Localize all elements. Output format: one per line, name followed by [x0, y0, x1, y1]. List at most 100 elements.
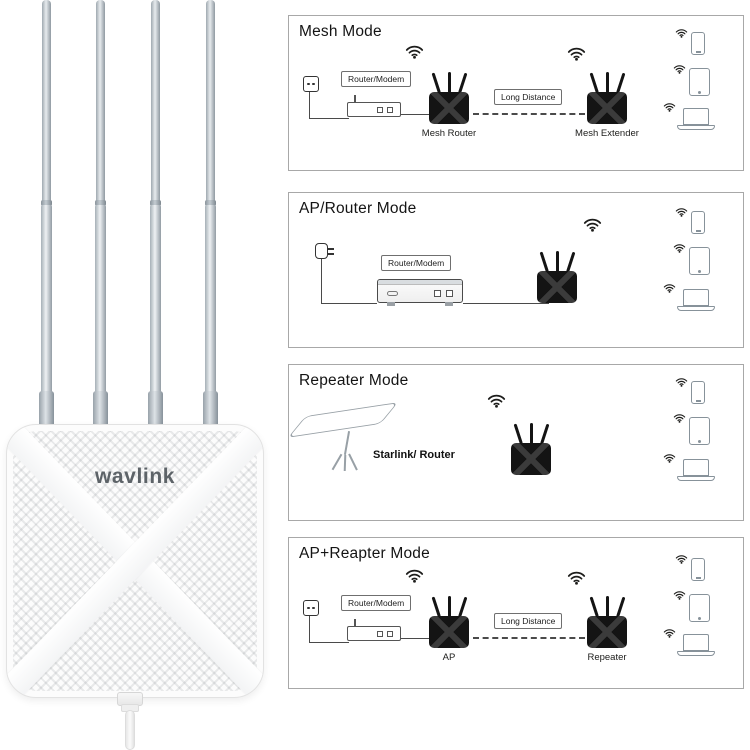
- laptop-screen: [683, 459, 709, 476]
- router-foot: [445, 302, 453, 306]
- dish-leg: [331, 453, 343, 471]
- antenna-joint: [203, 391, 218, 428]
- ap-antenna: [448, 596, 451, 617]
- power-outlet-icon: [303, 76, 319, 92]
- wifi-icon: [663, 284, 676, 293]
- ethernet-port: [434, 290, 441, 297]
- antenna-band: [205, 200, 216, 206]
- starlink-dish-icon: [287, 402, 399, 438]
- router-antenna: [354, 619, 356, 627]
- laptop-screen: [683, 289, 709, 306]
- ap-antenna: [606, 596, 609, 617]
- wifi-icon: [405, 569, 424, 583]
- power-cord: [321, 303, 377, 305]
- ethernet-wire: [463, 303, 549, 305]
- wifi-icon: [567, 47, 586, 61]
- wifi-icon: [675, 208, 688, 217]
- tablet-icon: [689, 247, 710, 275]
- antenna-upper-rod: [151, 0, 160, 205]
- ap-antenna: [448, 72, 451, 93]
- wifi-icon: [675, 555, 688, 564]
- antenna-upper-rod: [42, 0, 51, 205]
- laptop-screen: [683, 108, 709, 125]
- wifi-icon: [567, 571, 586, 585]
- ap-antenna: [458, 72, 467, 94]
- antenna-upper-rod: [96, 0, 105, 205]
- panel-ap-router-mode: AP/Router Mode Router/Modem: [288, 192, 744, 348]
- wifi-icon: [405, 45, 424, 59]
- ap-antenna: [540, 423, 549, 445]
- router-modem-icon: [347, 95, 401, 117]
- tablet-icon: [689, 417, 710, 445]
- wifi-icon: [673, 65, 686, 74]
- laptop-base: [677, 476, 715, 481]
- wifi-icon: [675, 29, 688, 38]
- ap-antenna: [513, 423, 523, 445]
- panel-title: AP/Router Mode: [299, 200, 417, 217]
- ap-antenna: [566, 251, 575, 273]
- router-modem-label: Router/Modem: [341, 71, 412, 87]
- mesh-extender-label: Mesh Extender: [575, 128, 639, 139]
- ap-body: [429, 92, 469, 124]
- mesh-router-label: Mesh Router: [421, 128, 477, 139]
- repeater-label: Repeater: [587, 652, 627, 663]
- antenna-joint: [148, 391, 163, 428]
- antenna-joint: [39, 391, 54, 428]
- access-point-icon: [537, 251, 577, 305]
- router-antenna: [354, 95, 356, 103]
- power-cord: [309, 118, 349, 120]
- antenna-band: [150, 200, 161, 206]
- panel-title: AP+Reapter Mode: [299, 545, 430, 562]
- antenna-lower-rod: [95, 205, 106, 393]
- ap-antenna: [431, 596, 441, 618]
- router-button: [387, 291, 398, 296]
- laptop-icon: [677, 634, 715, 658]
- antenna-joint: [93, 391, 108, 428]
- tablet-icon: [689, 68, 710, 96]
- wifi-icon: [675, 378, 688, 387]
- ap-antenna: [530, 423, 533, 444]
- antenna-2: [93, 0, 108, 430]
- long-distance-line: [473, 113, 585, 115]
- phone-icon: [691, 211, 705, 234]
- laptop-icon: [677, 108, 715, 132]
- ap-body: [537, 271, 577, 303]
- phone-icon: [691, 558, 705, 581]
- power-cord: [321, 259, 323, 303]
- router-foot: [387, 302, 395, 306]
- mesh-extender-icon: [587, 72, 627, 126]
- panel-mesh-mode: Mesh Mode Router/Modem Mesh Router Long …: [288, 15, 744, 171]
- antenna-upper-rod: [206, 0, 215, 205]
- laptop-icon: [677, 459, 715, 483]
- laptop-base: [677, 125, 715, 130]
- router-modem-label: Router/Modem: [341, 595, 412, 611]
- ethernet-port: [387, 106, 393, 113]
- power-cord: [309, 92, 311, 118]
- laptop-base: [677, 651, 715, 656]
- antenna-band: [95, 200, 106, 206]
- antenna-lower-rod: [205, 205, 216, 393]
- ethernet-port: [387, 630, 393, 637]
- ap-label: AP: [442, 652, 456, 663]
- ap-body: [587, 92, 627, 124]
- power-cable: [125, 710, 135, 750]
- repeater-icon: [587, 596, 627, 650]
- phone-icon: [691, 32, 705, 55]
- dish-leg: [343, 454, 347, 472]
- ap-antenna: [589, 596, 599, 618]
- dish-leg: [348, 453, 358, 471]
- mesh-router-icon: [429, 72, 469, 126]
- antenna-1: [39, 0, 54, 430]
- power-plug-icon: [315, 243, 334, 259]
- ethernet-wire: [401, 638, 435, 640]
- ethernet-wire: [401, 114, 435, 116]
- antenna-4: [203, 0, 218, 430]
- ap-antenna: [589, 72, 599, 94]
- dish-mast: [343, 431, 351, 455]
- wifi-icon: [673, 414, 686, 423]
- ap-antenna: [616, 72, 625, 94]
- ap-body: [511, 443, 551, 475]
- repeater-icon: [511, 423, 551, 477]
- panel-repeater-mode: Repeater Mode Starlink/ Router: [287, 364, 744, 521]
